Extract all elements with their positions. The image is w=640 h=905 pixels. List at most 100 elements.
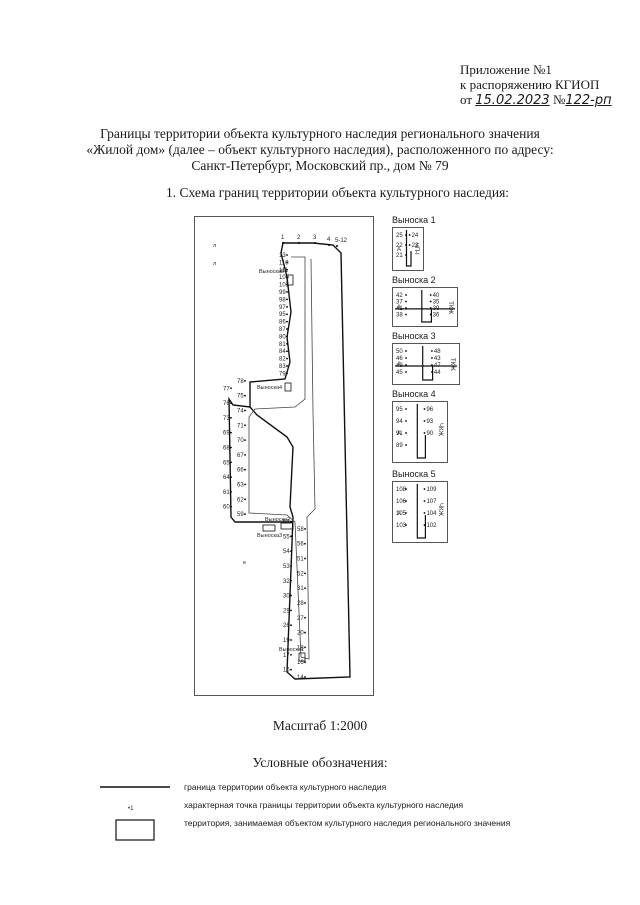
inset-point-label: 46 [396, 356, 403, 362]
point-label: 98 [279, 297, 286, 303]
callout-box [284, 382, 292, 392]
building-outline [248, 256, 316, 660]
inset-point [405, 432, 407, 434]
legend-text-point: характерная точка границы территории объ… [184, 800, 464, 810]
point-label: 76 [223, 401, 230, 407]
inset-point-label: 22 [396, 243, 403, 249]
point-label: 81 [279, 342, 286, 348]
point-label: 75 [237, 394, 244, 400]
point-label: 83 [279, 364, 286, 370]
boundary-point [298, 242, 300, 244]
point-label: 86 [279, 320, 286, 326]
inset-point [405, 244, 407, 246]
appendix-line2: к распоряжению КГИОП [460, 77, 600, 92]
point-label: 95 [279, 312, 286, 318]
inset-point [431, 350, 433, 352]
inset-point [431, 364, 433, 366]
point-label: 67 [237, 453, 244, 459]
boundary-point [230, 446, 232, 449]
point-label: 78 [237, 379, 244, 385]
point-label: 111 [279, 268, 289, 274]
appendix-number: 122-рп [565, 93, 612, 108]
point-label: 16 [297, 660, 304, 666]
legend-item-point: •1 характерная точка границы территории … [100, 798, 570, 816]
boundary-point [244, 409, 246, 412]
inset-point-label: 93 [426, 419, 433, 425]
boundary-point [230, 431, 232, 434]
inset-point-label: 106 [396, 499, 407, 505]
callout-box [280, 522, 294, 530]
inset-5-title: Выноска 5 [392, 469, 436, 479]
boundary-point [304, 587, 306, 590]
boundary-point [286, 268, 288, 271]
inset-point-label: 94 [396, 419, 403, 425]
boundary-point [304, 661, 306, 664]
boundary-point [244, 424, 246, 427]
point-label: 55 [283, 534, 290, 540]
point-label: 32 [283, 579, 290, 585]
boundary-point [328, 244, 330, 246]
boundary-point [304, 616, 306, 619]
inset-point [431, 357, 433, 359]
boundary-point [290, 520, 292, 523]
boundary-point [286, 291, 288, 293]
point-label: 65 [223, 460, 230, 466]
boundary-point [244, 513, 246, 516]
boundary-point [290, 609, 292, 612]
boundary-point [286, 372, 288, 375]
point-label: 52 [297, 571, 304, 577]
point-label: 84 [279, 349, 286, 355]
boundary-point [244, 498, 246, 501]
inset-point [405, 444, 407, 446]
boundary-point [290, 624, 292, 627]
appendix-line3: от 15.02.2023 №122-рп [460, 92, 612, 108]
callout-box [298, 652, 306, 662]
inset-point-label: 50 [396, 349, 403, 355]
point-label: 18 [297, 645, 304, 651]
point-label: 26 [283, 623, 290, 629]
callout-box [262, 524, 276, 532]
inset-point-label: 96 [426, 407, 433, 413]
inset-point-label: 42 [396, 293, 403, 299]
boundary-point [286, 313, 288, 316]
inset-boundary [416, 404, 427, 459]
inset-point [405, 350, 407, 352]
inset-marker: А [397, 431, 401, 437]
boundary-point [286, 350, 288, 353]
inset-marker: А [397, 247, 401, 253]
point-label: 13 [279, 253, 286, 259]
boundary-point [286, 342, 288, 345]
inset-boundary [422, 346, 434, 381]
point-label: 99 [279, 290, 286, 296]
inset-point-label: 35 [433, 300, 440, 306]
inset-point [429, 300, 432, 303]
boundary-point [286, 305, 288, 308]
territory-box-symbol [115, 819, 155, 841]
point-label: 14 [297, 675, 304, 681]
point-label: 61 [223, 490, 230, 496]
inset-point [431, 371, 433, 373]
point-label: 68 [223, 445, 230, 451]
inset-point [408, 244, 411, 246]
legend-title: Условные обозначения: [252, 755, 388, 770]
callout-label: Выноска2 [265, 517, 290, 523]
point-label: 77 [223, 386, 230, 392]
point-label: 110 [279, 260, 289, 266]
point-label: 5-12 [335, 238, 348, 244]
inset-point-label: 44 [434, 370, 441, 376]
inset-point [405, 500, 407, 502]
inset-point [429, 307, 432, 309]
inset-point [405, 512, 407, 514]
boundary-point [230, 402, 232, 404]
title-line2: «Жилой дом» (далее – объект культурного … [86, 142, 554, 157]
boundary-point [304, 631, 306, 634]
boundary-point [304, 557, 306, 560]
inset-point-label: 108 [396, 487, 407, 493]
inset-point [405, 371, 407, 373]
boundary-point [290, 550, 292, 553]
